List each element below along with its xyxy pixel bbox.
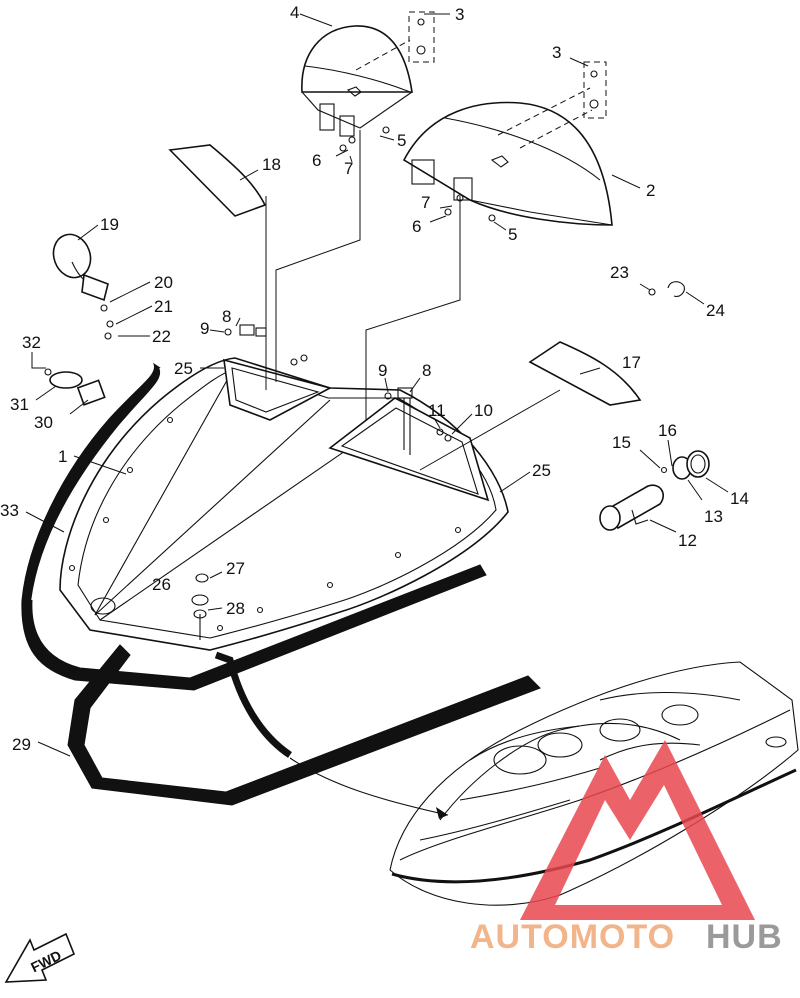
callout-21: 21 [154, 297, 173, 316]
callout-6b: 6 [412, 217, 421, 236]
callout-12: 12 [678, 531, 697, 550]
callout-25a: 25 [174, 359, 193, 378]
callout-18: 18 [262, 155, 281, 174]
callout-2: 2 [646, 181, 655, 200]
callout-5a: 5 [397, 131, 406, 150]
screws-group-upper [339, 126, 496, 222]
callout-7b: 7 [421, 193, 430, 212]
callout-8a: 8 [222, 307, 231, 326]
callout-25b: 25 [532, 461, 551, 480]
callout-11: 11 [428, 401, 446, 420]
callout-8b: 8 [422, 361, 431, 380]
callout-33: 33 [0, 501, 19, 520]
callout-26: 26 [152, 575, 171, 594]
callout-7a: 7 [344, 159, 353, 178]
callout-24: 24 [706, 301, 725, 320]
callout-1: 1 [58, 447, 67, 466]
callout-14: 14 [730, 489, 749, 508]
watermark-text-1: AUTOMOTO [470, 918, 675, 956]
callout-23: 23 [610, 263, 629, 282]
callout-3a: 3 [455, 5, 464, 24]
callout-22: 22 [152, 327, 171, 346]
nut-10 [444, 434, 452, 442]
hardware-8-9-right [384, 387, 413, 455]
callout-3b: 3 [552, 43, 561, 62]
callout-4: 4 [290, 3, 299, 22]
pad-17 [528, 341, 642, 406]
mirror-19 [52, 233, 114, 340]
callout-5b: 5 [508, 225, 517, 244]
hardware-26-28 [191, 573, 209, 640]
boat-overview [389, 661, 799, 906]
trim-seal-29 [67, 644, 541, 806]
callout-31: 31 [10, 395, 29, 414]
callout-6a: 6 [312, 151, 321, 170]
bracket-30-31 [44, 368, 106, 406]
washer-11 [436, 428, 444, 436]
fwd-direction-arrow [4, 932, 76, 983]
callout-30: 30 [34, 413, 53, 432]
hardware-box-3b [583, 61, 607, 119]
callout-19: 19 [100, 215, 119, 234]
pad-18 [168, 144, 267, 217]
callout-17: 17 [622, 353, 641, 372]
hardware-box-3a [408, 11, 435, 63]
callout-27: 27 [226, 559, 245, 578]
callout-15: 15 [612, 433, 631, 452]
callout-13: 13 [704, 507, 723, 526]
watermark-logo [520, 740, 755, 920]
callout-16: 16 [658, 421, 677, 440]
deck-hatch [59, 357, 509, 651]
callout-32: 32 [22, 333, 41, 352]
callout-9a: 9 [200, 319, 209, 338]
callout-29: 29 [12, 735, 31, 754]
callout-20: 20 [154, 273, 173, 292]
callout-9b: 9 [378, 361, 387, 380]
watermark-text-2: HUB [706, 918, 783, 956]
holder-12 [599, 484, 664, 531]
windshield-small [301, 25, 413, 137]
callout-28: 28 [226, 599, 245, 618]
hardware-8-9-left [224, 324, 308, 366]
callout-10: 10 [474, 401, 493, 420]
screw-15 [660, 466, 668, 474]
windshield-large [402, 101, 613, 226]
hardware-23-24 [648, 281, 685, 297]
